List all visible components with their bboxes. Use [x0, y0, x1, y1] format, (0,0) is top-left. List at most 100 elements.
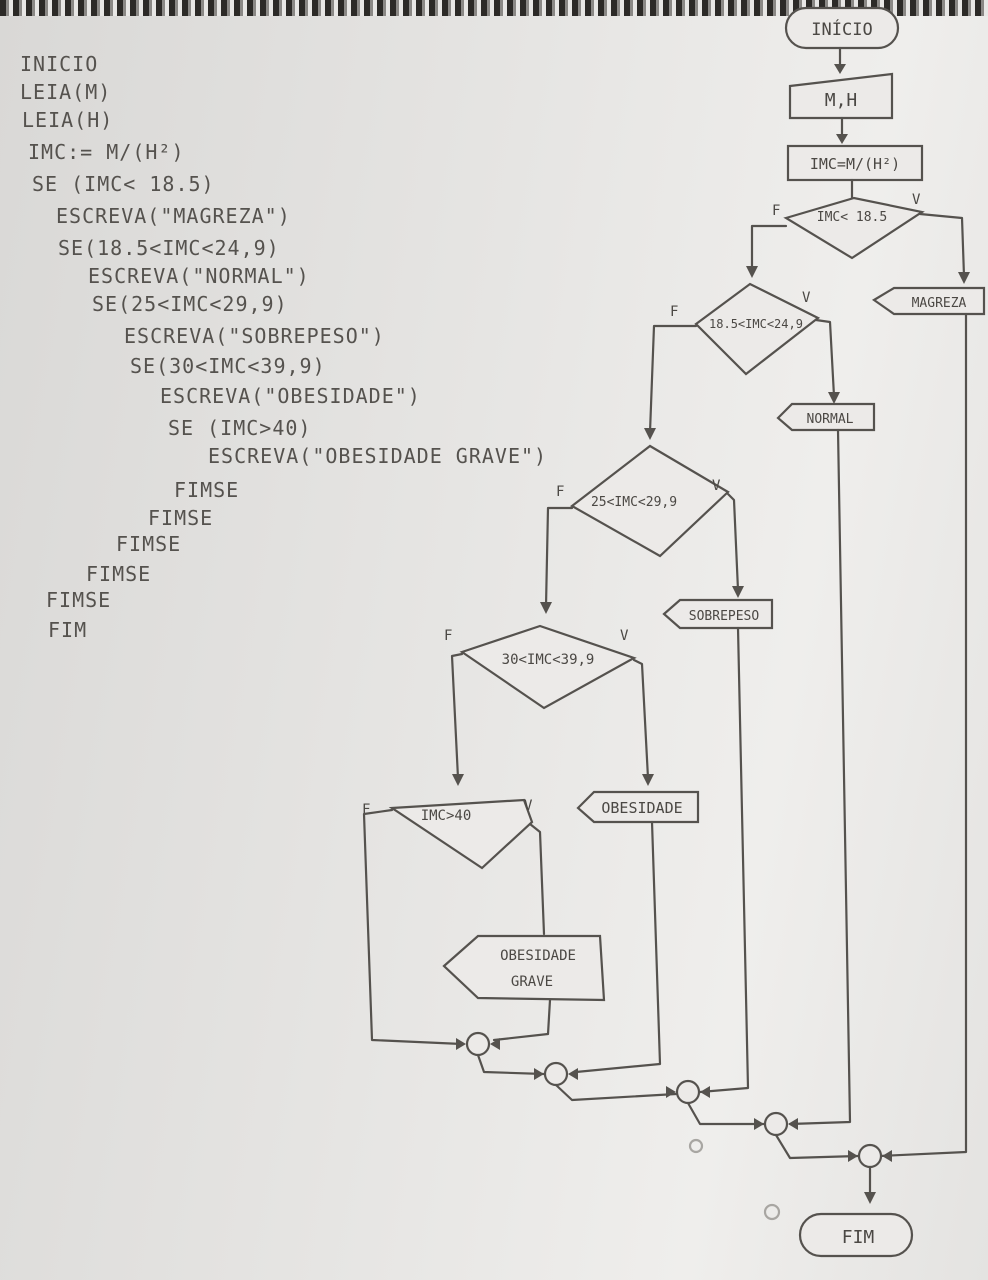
start-label: INÍCIO [811, 18, 872, 40]
pseudocode-line: FIMSE [116, 532, 182, 556]
decision-1-false-line [750, 224, 788, 272]
arrow-head [534, 1068, 544, 1080]
decision-5-false-label: F [362, 802, 370, 818]
decision-5-true-label: V [524, 798, 533, 814]
pseudocode-line: SE(25<IMC<29,9) [92, 292, 288, 316]
decision-diamond-4 [459, 624, 637, 710]
output-sobrepeso [662, 598, 774, 630]
decision-1-true-label: V [912, 192, 921, 208]
decision-diamond-3 [570, 444, 730, 558]
end-label: FIM [842, 1227, 875, 1248]
pseudocode-line: IMC:= M/(H²) [28, 140, 185, 164]
output-magreza [871, 286, 986, 316]
arrow-head [642, 774, 654, 786]
grave-return-line [492, 998, 552, 1042]
pseudocode-line: FIMSE [174, 478, 240, 502]
output-obesidade-grave-line-2: GRAVE [511, 974, 553, 990]
pseudocode-line: SE (IMC< 18.5) [32, 172, 215, 196]
arrow-head [834, 64, 846, 74]
output-obesidade [576, 790, 700, 824]
decision-3-true-line [726, 492, 740, 592]
decision-4-true-label: V [620, 628, 629, 644]
pseudocode-line: FIMSE [86, 562, 152, 586]
input-box [788, 72, 894, 120]
merge-connector-5 [857, 1143, 883, 1169]
pseudocode-line: FIMSE [46, 588, 112, 612]
output-magreza-label: MAGREZA [912, 296, 967, 311]
decision-1-condition: IMC< 18.5 [817, 210, 887, 225]
merge-connector-2 [543, 1061, 569, 1087]
merge-connector-1 [465, 1031, 491, 1057]
process-box [786, 144, 924, 182]
merge-connector-4 [763, 1111, 789, 1137]
decision-3-false-line [544, 506, 574, 608]
decision-4-false-label: F [444, 628, 452, 644]
arrow-head [700, 1086, 710, 1098]
pseudocode-line: ESCREVA("SOBREPESO") [124, 324, 385, 348]
arrow-head [490, 1038, 500, 1050]
pseudocode-line: LEIA(M) [20, 80, 112, 104]
pseudocode-line: ESCREVA("MAGREZA") [56, 204, 291, 228]
decision-3-false-label: F [556, 484, 564, 500]
decision-1-false-label: F [772, 203, 780, 219]
decision-3-true-label: V [712, 478, 721, 494]
decision-5-condition: IMC>40 [421, 808, 472, 824]
pseudocode-line: INICIO [20, 52, 99, 76]
stray-mark [763, 1203, 781, 1221]
pseudocode-line: LEIA(H) [22, 108, 114, 132]
sobrepeso-return-line [698, 626, 750, 1094]
output-normal [776, 402, 876, 432]
connector-line [774, 1133, 860, 1160]
merge-connector-3 [675, 1079, 701, 1105]
process-label: IMC=M/(H²) [810, 155, 900, 173]
pseudocode-line: SE(30<IMC<39,9) [130, 354, 326, 378]
output-obesidade-grave-line-1: OBESIDADE [500, 948, 576, 964]
arrow-head [754, 1118, 764, 1130]
decision-4-true-line [632, 658, 650, 780]
pseudocode-line: FIM [48, 618, 88, 642]
input-label: M,H [825, 90, 858, 111]
decision-diamond-5 [388, 798, 534, 870]
arrow-head [788, 1118, 798, 1130]
decision-2-false-label: F [670, 304, 678, 320]
start-terminator [784, 6, 900, 50]
decision-2-true-line [814, 318, 836, 398]
decision-2-false-line [648, 324, 698, 434]
pseudocode-line: FIMSE [148, 506, 214, 530]
arrow-head [452, 774, 464, 786]
pseudocode-line: ESCREVA("NORMAL") [88, 264, 310, 288]
decision-3-condition: 25<IMC<29,9 [591, 495, 677, 510]
arrow-head [848, 1150, 858, 1162]
end-terminator [798, 1212, 914, 1258]
normal-return-line [788, 428, 852, 1126]
arrow-head [864, 1192, 876, 1204]
connector-line [686, 1101, 766, 1126]
pseudocode-line: ESCREVA("OBESIDADE") [160, 384, 421, 408]
arrow-head [644, 428, 656, 440]
decision-4-false-line [450, 652, 464, 780]
arrow-head [828, 392, 840, 404]
arrow-head [882, 1150, 892, 1162]
pseudocode-line: SE (IMC>40) [168, 416, 312, 440]
spiral-binding [0, 0, 988, 16]
decision-5-true-line [528, 822, 546, 936]
stray-mark [688, 1138, 704, 1154]
arrow-head [568, 1068, 578, 1080]
decision-1-true-line [918, 212, 966, 278]
decision-diamond-1 [783, 196, 925, 260]
decision-diamond-2 [694, 282, 821, 376]
pseudocode-line: ESCREVA("OBESIDADE GRAVE") [208, 444, 548, 468]
arrow-head [456, 1038, 466, 1050]
output-obesidade-grave [442, 934, 606, 1002]
decision-4-condition: 30<IMC<39,9 [502, 652, 595, 668]
magreza-return-line [878, 312, 968, 1158]
pseudocode-block: INICIO LEIA(M) LEIA(H) IMC:= M/(H²) SE (… [18, 48, 578, 648]
output-normal-label: NORMAL [807, 412, 854, 427]
arrow-head [732, 586, 744, 598]
connector-line [476, 1053, 546, 1076]
output-sobrepeso-label: SOBREPESO [689, 609, 760, 624]
decision-2-true-label: V [802, 290, 811, 306]
arrow-head [836, 134, 848, 144]
obesidade-return-line [574, 820, 662, 1074]
